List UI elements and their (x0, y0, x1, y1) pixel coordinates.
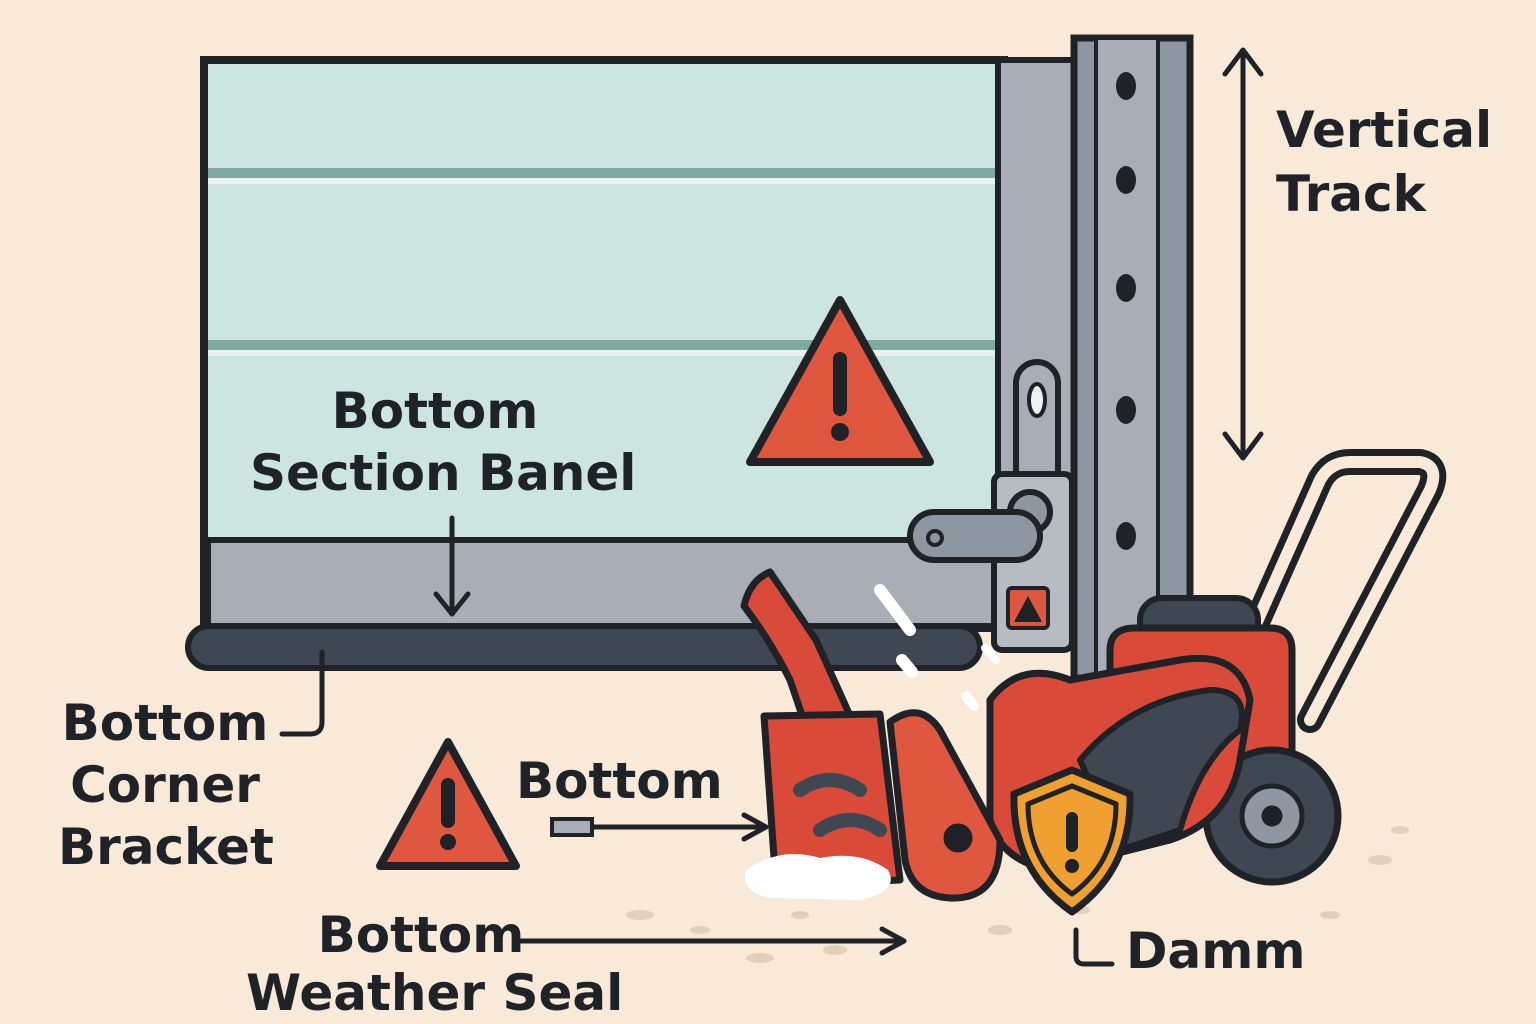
bottom-section-panel-label: Bottom Section Banel (250, 382, 637, 502)
corner-bracket-leader (279, 649, 325, 737)
leader-lines (279, 47, 1264, 967)
warning-triangle-icon (746, 296, 934, 466)
bottom-weather-seal-label: Bottom Weather Seal (246, 906, 624, 1022)
shield-warning-icon (1010, 766, 1134, 916)
panel-stripe-highlight (208, 350, 1002, 356)
panel-stripe (208, 168, 1002, 178)
damm-label: Damm (1126, 922, 1306, 980)
track-bracket (907, 359, 1075, 653)
snow-blower (740, 449, 1447, 902)
vertical-track (1070, 34, 1194, 682)
bottom-label: Bottom (516, 752, 723, 810)
bottom-section-panel (205, 537, 1005, 629)
panel-stripe (208, 340, 1002, 350)
arrow-tail-block (550, 817, 594, 837)
garage-door (200, 56, 1081, 632)
bottom-weather-seal (185, 623, 983, 671)
panel-stripe-highlight (208, 178, 1002, 184)
warning-triangle-icon (376, 738, 520, 870)
bottom-corner-bracket-label: Bottom Corner Bracket (58, 694, 274, 876)
vertical-track-label: Vertical Track (1276, 101, 1493, 223)
damm-leader (1073, 927, 1115, 967)
